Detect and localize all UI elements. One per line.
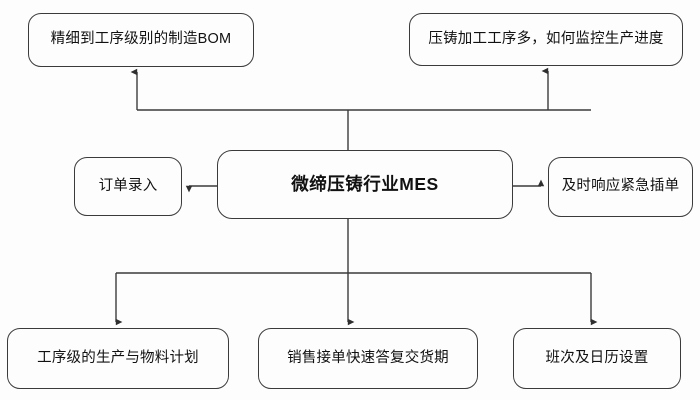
node-order-entry[interactable]: 订单录入: [74, 157, 182, 216]
node-urgent-order-response[interactable]: 及时响应紧急插单: [548, 157, 693, 217]
node-sales-delivery-reply[interactable]: 销售接单快速答复交货期: [258, 328, 478, 389]
node-center-mes[interactable]: 微缔压铸行业MES: [217, 150, 513, 219]
node-production-material-plan[interactable]: 工序级的生产与物料计划: [7, 328, 229, 389]
node-manufacturing-bom[interactable]: 精细到工序级别的制造BOM: [28, 13, 254, 67]
node-monitor-production-progress[interactable]: 压铸加工工序多，如何监控生产进度: [409, 13, 683, 66]
node-shift-calendar-setting[interactable]: 班次及日历设置: [513, 328, 681, 389]
